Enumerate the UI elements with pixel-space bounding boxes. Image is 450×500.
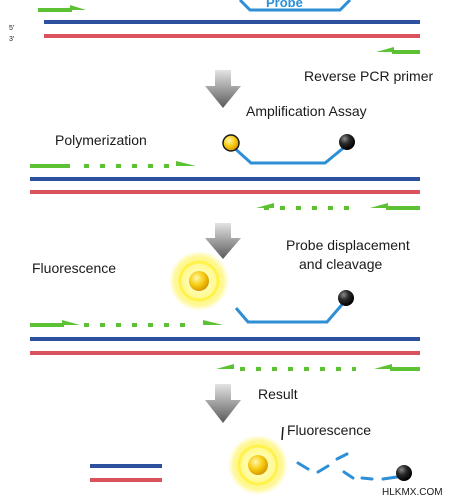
section-polymerization: Amplification Assay Polymerization (30, 103, 420, 210)
forward-primer-arrowhead (70, 5, 86, 10)
three-prime-label: 3' (9, 36, 14, 43)
forward-primer-arrowhead (62, 320, 80, 325)
probe-fragment (335, 452, 349, 461)
glow-ring (178, 260, 220, 302)
down-arrow-icon (205, 223, 241, 259)
reverse-primer-arrowhead (370, 203, 388, 208)
section-initial: Probe 5' 3' Reverse PCR primer (9, 0, 433, 84)
reporter-dye-icon (189, 271, 209, 291)
probe-box (238, 0, 352, 12)
five-prime-label: 5' (9, 25, 14, 32)
probe-displacement-label: Probe displacement (286, 237, 410, 253)
and-cleavage-label: and cleavage (299, 256, 383, 272)
probe-strand-intact (229, 143, 348, 165)
probe-strand-displaced (234, 299, 348, 324)
section-result: Result Fluorescence HLKMX.COM (90, 386, 443, 498)
down-arrow-icon (205, 70, 241, 108)
probe-fragment (360, 476, 374, 481)
forward-extension-arrowhead (176, 161, 196, 166)
cleaved-probe-fragments (296, 452, 399, 481)
glow-ring (237, 444, 279, 486)
probe-fragment (316, 464, 330, 474)
down-arrow-icon (205, 384, 241, 423)
reporter-dye-icon (222, 134, 240, 152)
fluorescence-label: Fluorescence (32, 260, 116, 276)
reverse-primer-arrowhead (376, 47, 394, 52)
amplification-assay-label: Amplification Assay (246, 103, 367, 119)
reporter-dye-icon (248, 455, 268, 475)
watermark: HLKMX.COM (382, 487, 443, 498)
polymerization-label: Polymerization (55, 132, 147, 148)
probe-fragment (342, 470, 355, 480)
probe-label: Probe (266, 0, 303, 10)
probe-fragment (381, 475, 399, 481)
section-cleavage: Probe displacement and cleavage Fluoresc… (30, 237, 420, 371)
result-label: Result (258, 386, 298, 402)
forward-extension-arrowhead (203, 320, 223, 325)
fluorescence-result-label: Fluorescence (287, 422, 371, 438)
reverse-extension-arrowhead (256, 203, 274, 208)
probe-fragment (296, 461, 310, 471)
reverse-extension-arrowhead (216, 364, 234, 369)
label-tick (281, 426, 284, 441)
quencher-icon (396, 465, 412, 481)
reverse-primer-label: Reverse PCR primer (304, 68, 433, 84)
quencher-icon (338, 290, 354, 306)
quencher-icon (339, 134, 355, 150)
reverse-primer-arrowhead (374, 364, 392, 369)
